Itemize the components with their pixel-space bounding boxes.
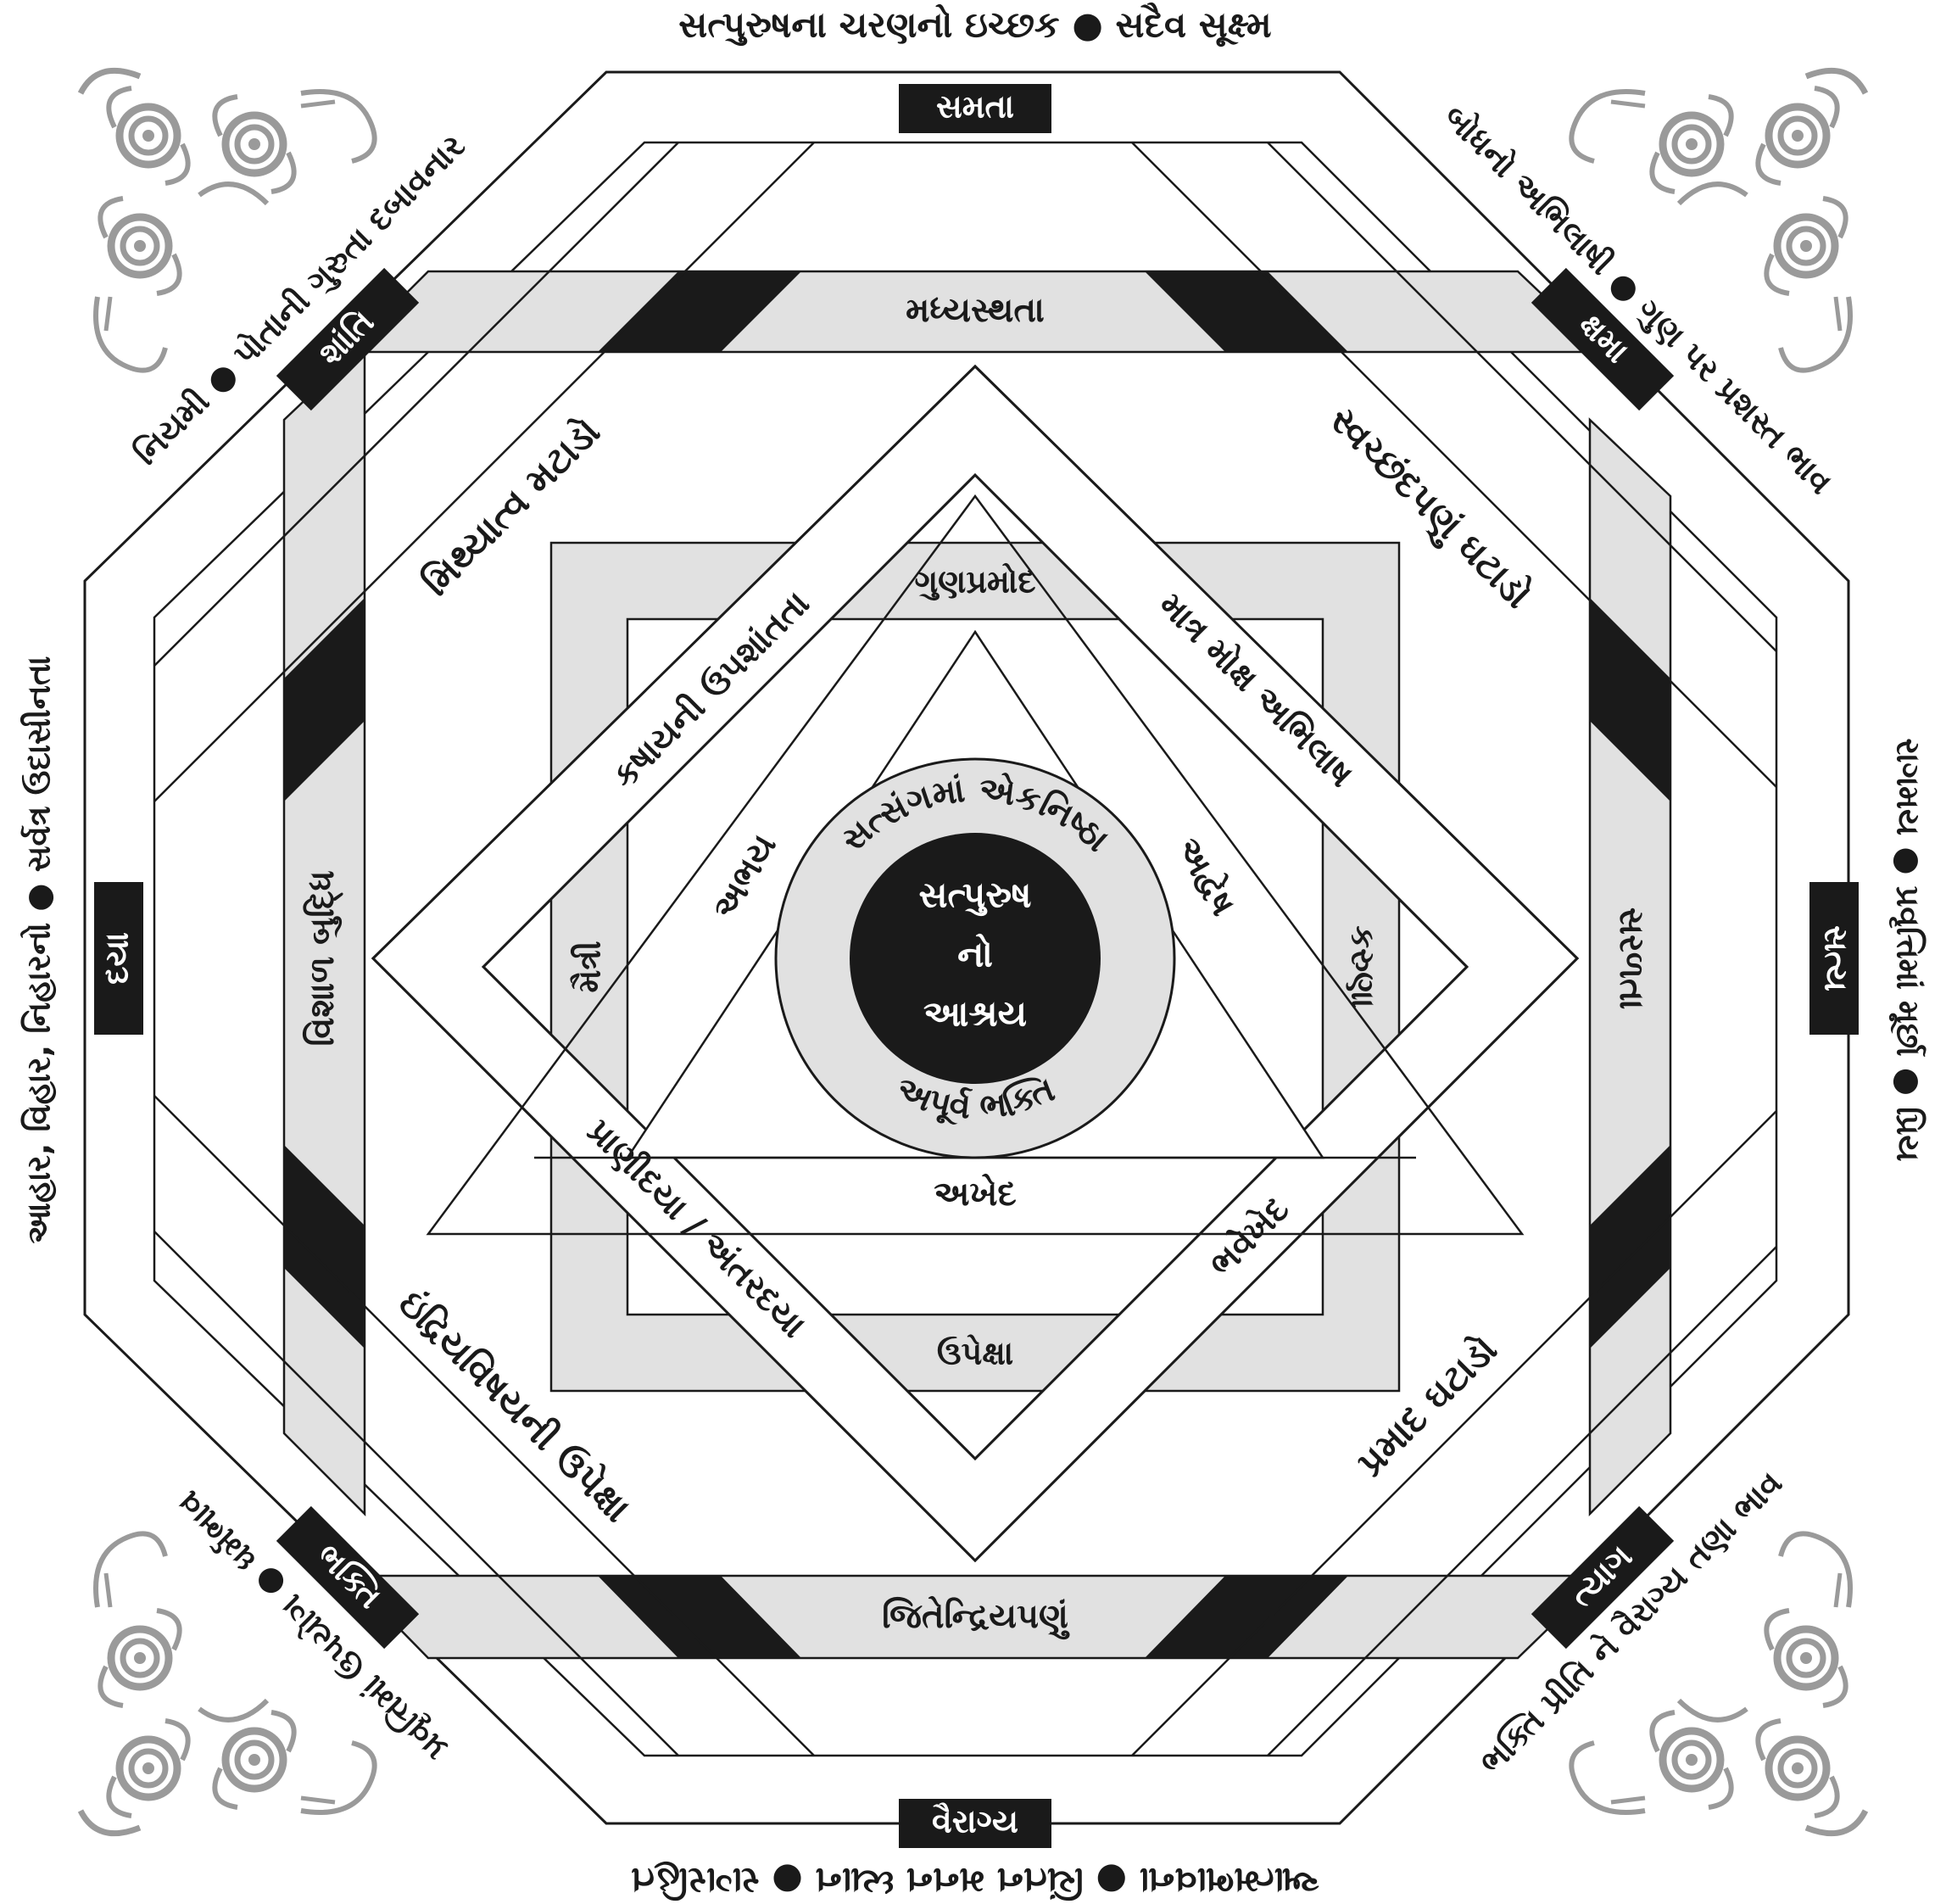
center-line-3: આશ્રય <box>923 993 1027 1035</box>
outer-text-top: સત્પુરુષના ચરણનો ઇચ્છક ● સદૈવ સૂક્ષ્મ <box>678 2 1271 46</box>
band-label-left: વિશાળ બુદ્ધિ <box>303 870 343 1046</box>
square-label-left: મૈત્રી <box>569 941 607 992</box>
center-line-2: નો <box>957 934 993 975</box>
center-line-1: સત્પુરુષ <box>918 874 1031 917</box>
box-satya-label: સત્ય <box>1818 925 1855 991</box>
square-label-top: ગુણપ્રમોદ <box>914 562 1035 602</box>
band-label-top: મધ્યસ્થતા <box>906 291 1045 330</box>
band-label-bottom: જિતેન્દ્રિયપણું <box>882 1596 1070 1640</box>
square-label-bottom: ઉપેક્ષા <box>937 1333 1013 1371</box>
box-samta-label: સમતા <box>936 88 1014 126</box>
triangle-label-bottom: અખેદ <box>934 1174 1016 1214</box>
box-vairagya-label: વૈરાગ્ય <box>932 1801 1018 1840</box>
square-label-right: કરુણા <box>1345 925 1382 1008</box>
band-label-right: સરળતા <box>1612 907 1651 1010</box>
outer-text-left: આહાર, વિહાર, નિહારનો ● સર્વત્ર ઉદાસીનતા <box>20 656 58 1244</box>
box-daya-label: દયા <box>98 932 136 985</box>
outer-text-bottom: આત્મભાવના ● ચિંતન મનન ધ્યાન ● રાગરહિત <box>631 1861 1319 1902</box>
outer-text-right: રાગમય ● પ્રવૃત્તિમાં મૂર્છા ● પ્રિય <box>1888 738 1927 1161</box>
